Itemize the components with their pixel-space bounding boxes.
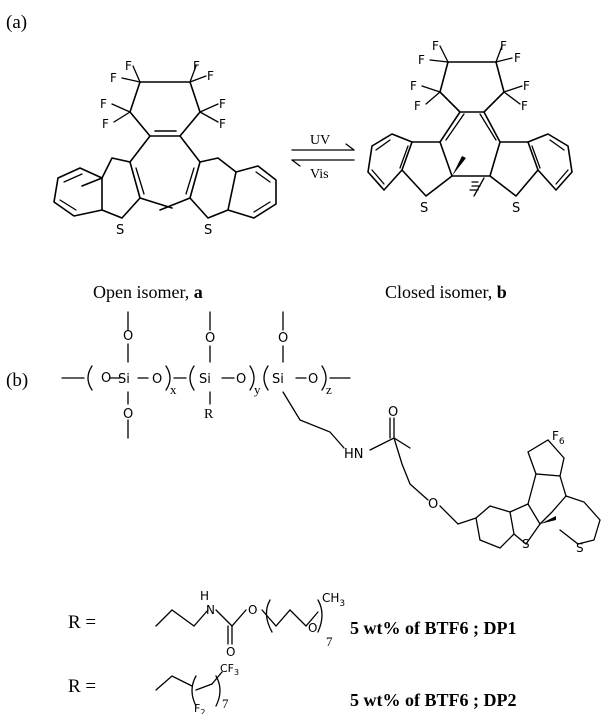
- atom-si: Si: [272, 372, 284, 387]
- subscript-y: y: [254, 382, 261, 397]
- r2-f2: F2: [194, 702, 205, 714]
- atom-f: F: [410, 79, 417, 93]
- atom-o: O: [278, 331, 288, 346]
- atom-f: F: [418, 53, 425, 67]
- atom-si: Si: [118, 372, 130, 387]
- atom-f: F: [219, 117, 226, 131]
- dp1-label: 5 wt% of BTF6 ; DP1: [350, 618, 516, 638]
- atom-o: O: [236, 372, 246, 387]
- atom-o: O: [123, 329, 133, 344]
- atom-f: F: [102, 117, 109, 131]
- atom-o: O: [308, 372, 318, 387]
- atom-f: F: [414, 99, 421, 113]
- panel-b-label: (b): [6, 370, 28, 391]
- atom-f: F: [521, 99, 528, 113]
- atom-s: S: [420, 201, 428, 216]
- atom-si: Si: [199, 372, 211, 387]
- r1-structure: [155, 599, 323, 645]
- r1-o: O: [308, 621, 317, 635]
- r1-subscript-7: 7: [326, 634, 333, 649]
- panel-a-label: (a): [6, 12, 27, 33]
- atom-f: F: [514, 51, 521, 65]
- r1-n: N: [206, 603, 215, 617]
- r2-cf3: CF3: [220, 662, 239, 677]
- r2-structure: [155, 671, 223, 707]
- open-isomer-caption: Open isomer, a: [93, 282, 203, 302]
- atom-s: S: [116, 223, 124, 238]
- btf6-dye-structure: [475, 439, 601, 549]
- r1-ch3: CH3: [322, 591, 345, 609]
- r1-o: O: [226, 645, 235, 659]
- open-isomer-structure: [53, 65, 277, 219]
- atom-f: F: [100, 97, 107, 111]
- hn-label: HN: [344, 447, 364, 462]
- atom-o: O: [101, 371, 111, 386]
- atom-s: S: [204, 223, 212, 238]
- atom-o: O: [123, 407, 133, 422]
- atom-s: S: [522, 537, 530, 551]
- atom-f: F: [500, 39, 507, 53]
- atom-s: S: [512, 201, 520, 216]
- atom-o: O: [428, 497, 438, 512]
- subscript-x: x: [170, 382, 177, 397]
- atom-f: F: [219, 97, 226, 111]
- atom-f: F: [193, 59, 200, 73]
- siloxane-backbone: [61, 311, 477, 525]
- closed-isomer-structure: [367, 45, 573, 197]
- r1-h: H: [200, 589, 209, 603]
- atom-f: F: [110, 71, 117, 85]
- atom-f: F: [523, 79, 530, 93]
- subscript-z: z: [326, 382, 332, 397]
- atom-f: F: [432, 39, 439, 53]
- closed-isomer-caption: Closed isomer, b: [385, 282, 507, 302]
- uv-label: UV: [310, 133, 330, 148]
- f6-label: F6: [552, 429, 565, 447]
- r1-prefix: R =: [68, 612, 96, 633]
- atom-o: O: [152, 372, 162, 387]
- atom-o: O: [388, 405, 398, 420]
- atom-f: F: [125, 59, 132, 73]
- open-cyclopentene-ring: [129, 81, 201, 137]
- vis-label: Vis: [310, 167, 329, 182]
- r1-o: O: [248, 603, 257, 617]
- dp2-label: 5 wt% of BTF6 ; DP2: [350, 690, 516, 710]
- photochromic-reaction-arrows: [291, 143, 355, 167]
- atom-f: F: [207, 69, 214, 83]
- atom-o: O: [205, 331, 215, 346]
- r2-prefix: R =: [68, 676, 96, 697]
- r2-subscript-7: 7: [222, 696, 229, 711]
- atom-r: R: [204, 407, 214, 422]
- atom-s: S: [576, 541, 584, 555]
